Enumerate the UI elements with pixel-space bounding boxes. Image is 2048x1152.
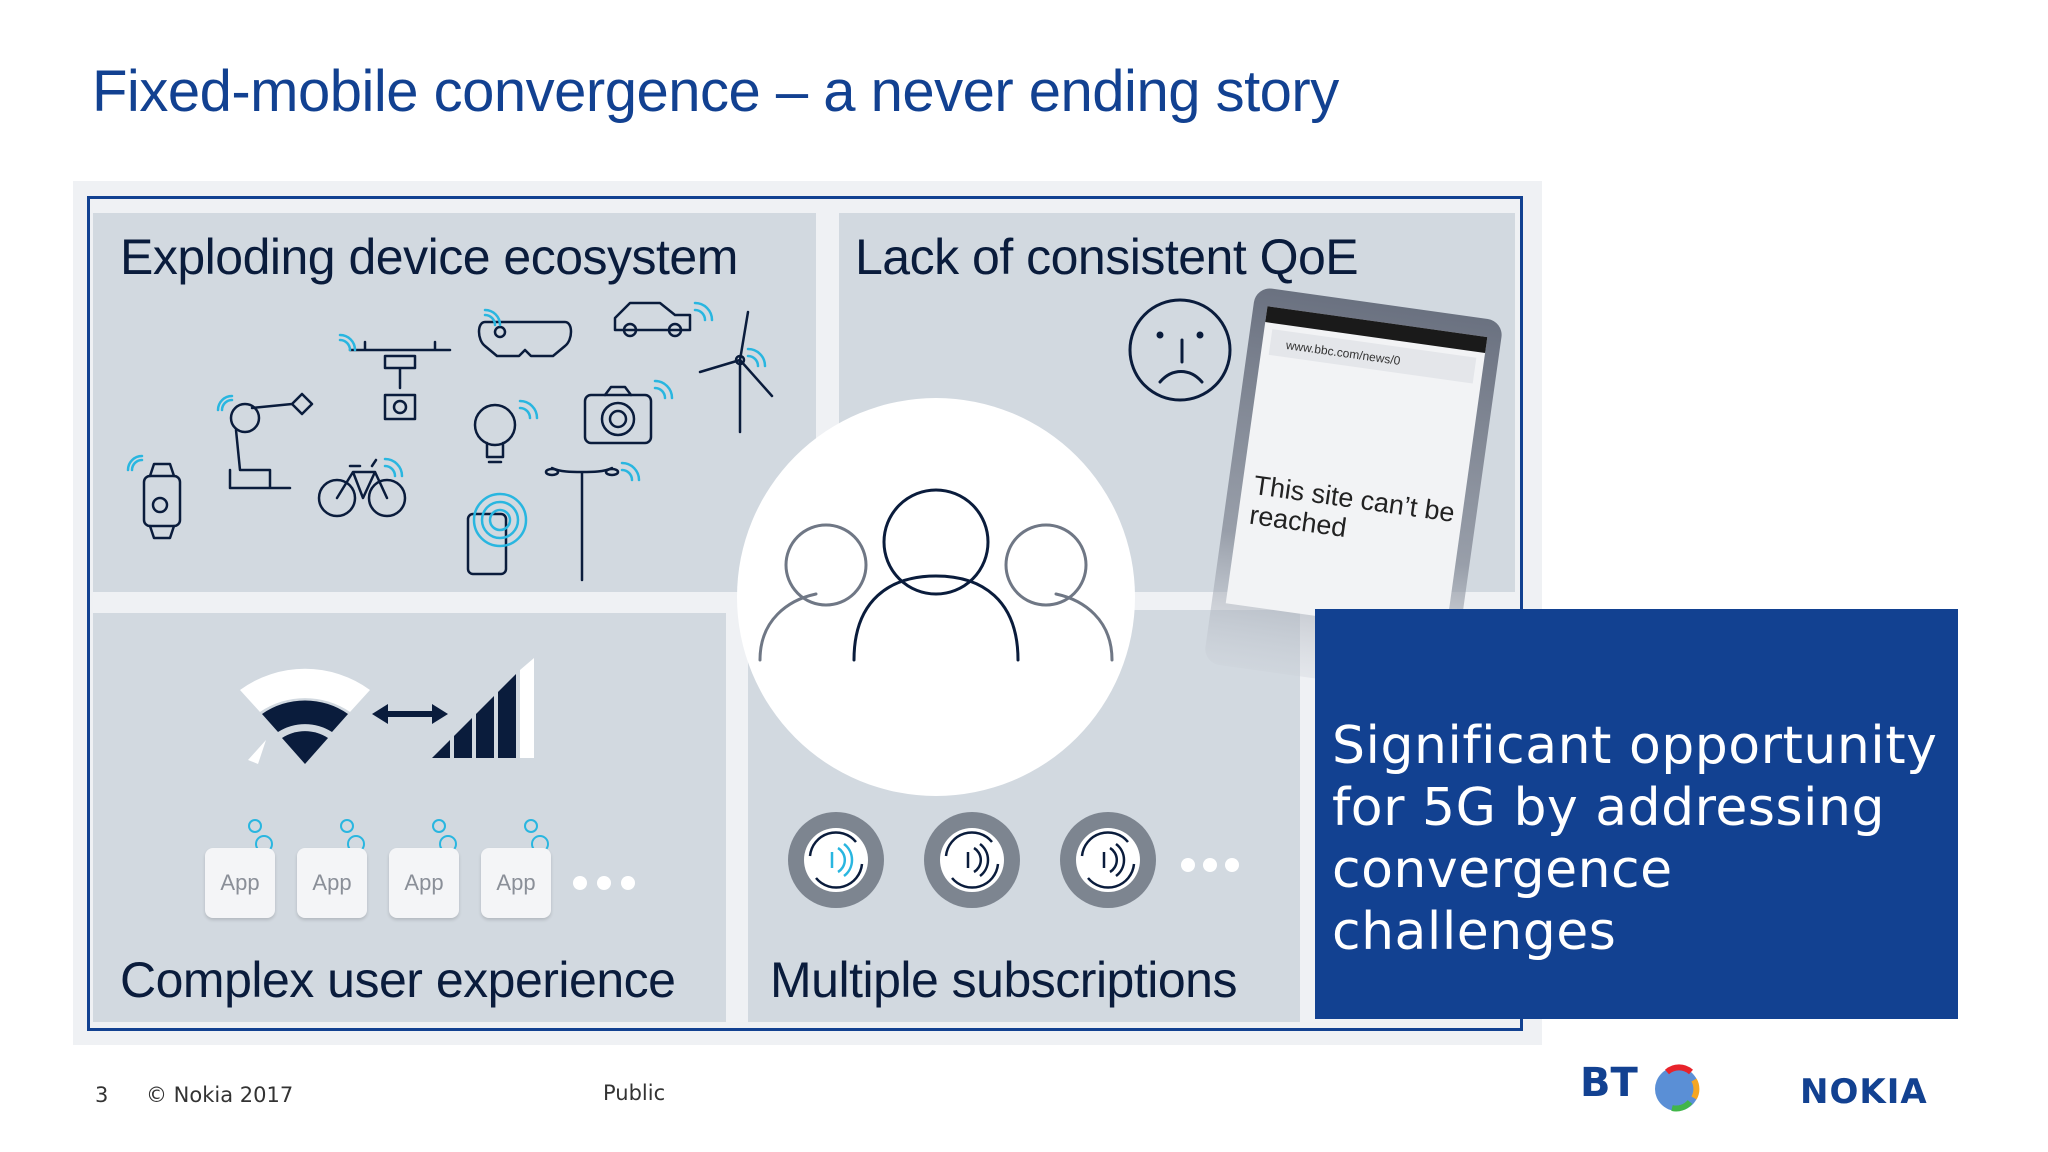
page-number: 3 [95,1083,109,1107]
bt-globe-icon [1655,1064,1700,1112]
app-tile: App [389,848,459,918]
double-arrow-heads [372,704,448,724]
camera-icon [583,385,653,445]
panel-title-qoe: Lack of consistent QoE [855,229,1359,285]
callout-text: Significant opportunity for 5G by addres… [1332,716,1938,962]
app-tile: App [205,848,275,918]
callout-box [1315,609,1958,1019]
panel-title-user-experience: Complex user experience [120,952,676,1008]
panel-title-subscriptions: Multiple subscriptions [770,952,1237,1008]
street-lamp-icon [544,466,620,582]
users-group-icon [758,488,1114,662]
sync-gear-icons [788,812,1156,908]
nokia-logo: NOKIA [1800,1072,1928,1112]
smartphone-icon [466,512,508,576]
app-tile: App [297,848,367,918]
smartwatch-icon [142,462,182,540]
robot-arm-icon [228,392,314,490]
more-dots-subscriptions [1181,858,1239,872]
panel-device-ecosystem [93,213,816,592]
panel-user-experience [93,613,726,1022]
car-icon [613,301,692,338]
bt-logo: BT [1580,1060,1638,1106]
wifi-icon [240,668,370,764]
vr-headset-icon [477,320,573,358]
light-bulb-icon [473,403,517,464]
classification-label: Public [603,1081,666,1105]
copyright: © Nokia 2017 [146,1083,294,1107]
app-tile: App [481,848,551,918]
drone-icon [348,340,452,421]
page-title: Fixed-mobile convergence – a never endin… [92,59,1339,124]
more-dots-apps [573,876,635,890]
bicycle-icon [317,458,407,518]
wireless-signal-arcs [126,301,767,548]
wind-turbine-icon [698,310,774,434]
cellular-signal-icon [432,658,534,758]
panel-title-device-ecosystem: Exploding device ecosystem [120,229,738,285]
sad-face-icon [1128,298,1232,402]
